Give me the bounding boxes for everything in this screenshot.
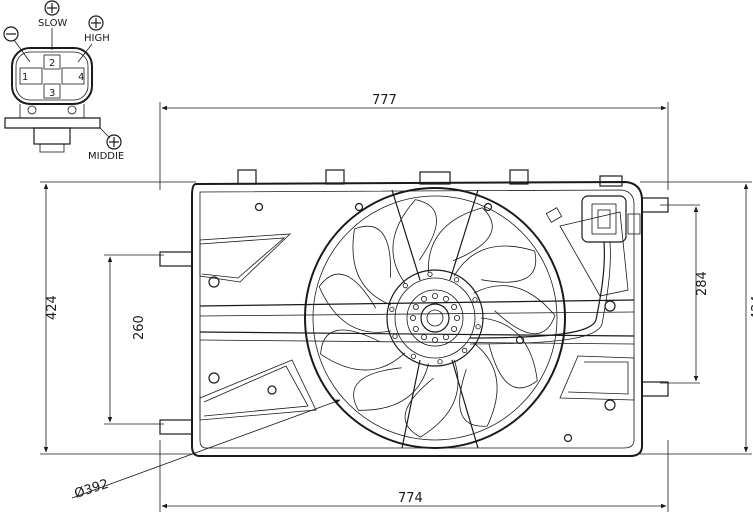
- fan-blade: [353, 363, 429, 411]
- fan-blade: [404, 359, 459, 438]
- hub-hole: [442, 295, 449, 302]
- hub-hole: [420, 295, 427, 302]
- fan-blade: [428, 207, 493, 273]
- hub-rim-hole: [472, 297, 478, 303]
- slow-plus-terminal-icon: [44, 0, 60, 16]
- middle-plus-terminal-icon: [106, 134, 122, 150]
- hub-hole: [409, 314, 416, 321]
- fan-blade: [392, 199, 437, 284]
- fan-blade: [459, 342, 498, 427]
- minus-terminal-icon: [3, 26, 19, 42]
- pin-4: 4: [78, 72, 84, 83]
- pin-3: 3: [49, 88, 55, 99]
- label-high: HIGH: [84, 33, 110, 44]
- hub-hole: [412, 325, 419, 332]
- hub-rim-hole: [462, 347, 468, 353]
- dimension-lines: 777 774 424 424 260 284 Ø392: [40, 93, 753, 512]
- fan-blade: [473, 285, 556, 335]
- dim-top-width: 777: [372, 93, 397, 108]
- dim-fan-diameter: Ø392: [73, 477, 111, 502]
- pin-1: 1: [22, 72, 28, 83]
- label-middle: MIDDIE: [88, 151, 124, 162]
- hub-hole: [420, 334, 427, 341]
- hub-hole: [431, 336, 438, 343]
- dim-inner-left-height: 260: [132, 315, 147, 340]
- dim-right-height: 424: [750, 295, 753, 320]
- high-plus-terminal-icon: [88, 15, 104, 31]
- fan-blade: [352, 225, 392, 306]
- hub-hole: [412, 303, 419, 310]
- hub-hole: [451, 325, 458, 332]
- fan-shroud: [159, 169, 669, 457]
- hub-rim-hole: [402, 282, 408, 289]
- fan-blade: [320, 329, 406, 371]
- label-slow: SLOW: [38, 18, 67, 29]
- motor-connector: [469, 195, 641, 345]
- hub-hole: [453, 314, 460, 321]
- hub-rim-hole: [392, 333, 398, 339]
- hub-rim-hole: [437, 359, 443, 365]
- hub-rim-hole: [427, 271, 433, 277]
- dim-left-height: 424: [45, 295, 60, 320]
- fan-blade: [453, 245, 537, 283]
- hub-hole: [442, 334, 449, 341]
- dim-inner-right-height: 284: [695, 271, 710, 296]
- fan-wheel: [304, 187, 566, 449]
- dim-bottom-width: 774: [398, 491, 423, 506]
- hub-hole: [431, 292, 438, 299]
- hub-rim-hole: [453, 277, 460, 283]
- hub-hole: [451, 303, 458, 310]
- hub-rim-hole: [410, 353, 416, 359]
- pin-2: 2: [49, 58, 55, 69]
- hub-rim-hole: [389, 306, 395, 312]
- connector-detail: SLOW HIGH 1 2 3 4: [3, 0, 124, 162]
- hub-rim-hole: [475, 324, 481, 330]
- fan-blade: [318, 273, 391, 333]
- fan-blade: [480, 317, 538, 389]
